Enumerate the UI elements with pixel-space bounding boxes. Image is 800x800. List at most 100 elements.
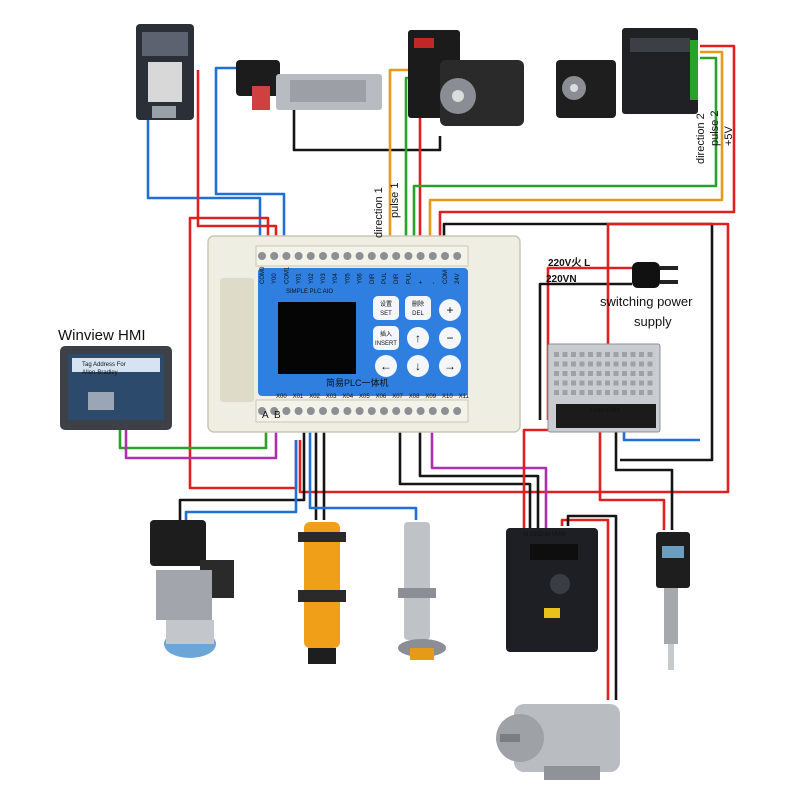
terminal-screw [380,252,388,260]
psu-vent [588,352,593,357]
top-terminal-label: Y05 [345,273,351,284]
plc-title-en: SIMPLE PLC AIO [286,289,333,295]
hmi-screen-line1: Tag Address For [82,362,126,368]
terminal-screw [367,252,376,260]
psu-title-line1: switching power [600,294,693,309]
psu-vent [562,352,568,357]
psu-vent [647,371,653,376]
wire-vfd-purple [430,424,548,530]
plc-key-en: SET [380,311,392,317]
plc-arrow-key[interactable] [439,299,461,321]
plc-arrow-glyph: − [446,331,453,345]
psu-vent [622,390,627,395]
terminal-screw [282,407,291,415]
psu-vent [613,390,619,395]
plc-arrow-glyph: ← [380,359,392,373]
psu-vent [562,380,568,386]
bottom-terminal-label: X00 [276,394,287,400]
hmi-panel: Tag Address For Allen-Bradley [60,346,172,430]
wire-sensor1-black [178,424,306,520]
contactor [136,24,194,120]
plc-arrow-key[interactable] [407,355,429,377]
plc-arrow-key[interactable] [439,327,461,349]
plc-key-en: DEL [412,311,424,317]
psu-vent [630,380,636,386]
bottom-terminal-label: X11 [459,394,470,400]
psu-vent [622,380,627,386]
psu-vent [562,390,568,395]
bottom-terminal-label: X03 [326,394,337,400]
psu-vent [622,371,627,376]
electric-motor [496,704,620,780]
psu-vent [639,371,644,376]
top-terminal-label: + [419,280,425,284]
terminal-screw [428,252,437,260]
terminal-screw [306,252,315,260]
bottom-terminal-label: X08 [409,394,420,400]
wire-valve-black [292,110,442,152]
psu-vent [622,361,627,367]
plc-key-cn: 设置 [380,300,392,308]
top-terminal-label: Y06 [358,273,364,284]
psu-vent [605,380,610,386]
psu-vent [579,371,585,376]
psu-vent [554,380,559,386]
top-terminal-label: PUL [406,272,412,284]
wire-hmi-green [118,420,268,450]
wire-pt-black [614,420,674,530]
top-terminal-label: PUL [382,272,388,284]
wire-pt-red [598,420,666,530]
top-terminal-label: COM1 [284,266,290,284]
psu-vent [554,371,559,376]
terminal-screw [343,407,352,415]
terminal-screw [428,407,437,415]
bottom-terminal-label: X06 [376,394,387,400]
terminal-screw [294,407,303,415]
wire-vfd-black1 [418,424,540,530]
psu-vent [588,380,593,386]
direction1-label: direction 1 [373,187,385,238]
switching-power-supply: +24V GND [547,343,661,433]
pulse1-label: pulse 1 [389,183,401,218]
psu-vent [571,371,576,376]
psu-vent [622,352,627,357]
psu-vent [613,371,619,376]
vfd-terminals-label: N GND AI UVW [524,532,566,538]
terminal-screw [343,252,352,260]
terminal-screw [258,407,266,415]
terminal-screw [294,252,303,260]
servo-drive [408,30,524,126]
plc-key[interactable] [373,326,399,350]
bottom-terminal-label: X09 [425,394,436,400]
psu-vent [596,371,602,376]
ac-neutral-label: 220VN [546,274,577,285]
vfd-inverter: N GND AI UVW [506,528,598,652]
bottom-terminal-label: X04 [342,394,353,400]
plc-title-cn: 简易PLC一体机 [326,377,389,388]
plc-arrow-key[interactable] [407,327,429,349]
terminal-screw [270,407,279,415]
psu-vent [579,352,585,357]
terminal-screw [270,252,279,260]
plc-key[interactable] [405,296,431,320]
plc-arrow-key[interactable] [439,355,461,377]
wire-valve-blue [214,66,286,248]
plc-arrow-key[interactable] [375,355,397,377]
top-terminal-label: COM0 [260,266,266,284]
psu-vent [605,390,610,395]
top-terminal-label: Y04 [333,273,339,284]
psu-vent [554,390,559,395]
pressure-transmitter [656,532,690,670]
psu-vent [596,380,602,386]
psu-vent [605,361,610,367]
terminal-screw [441,252,449,260]
bottom-terminal-label: X01 [293,394,304,400]
psu-vent [562,371,568,376]
psu-vent [588,371,593,376]
plc-key-cn: 删除 [412,300,424,308]
bottom-terminal-label: X07 [392,394,403,400]
plc-arrow-glyph: + [446,303,453,317]
solenoid-valve [236,60,382,110]
plc-key[interactable] [373,296,399,320]
top-terminal-label: DIR [370,273,376,284]
